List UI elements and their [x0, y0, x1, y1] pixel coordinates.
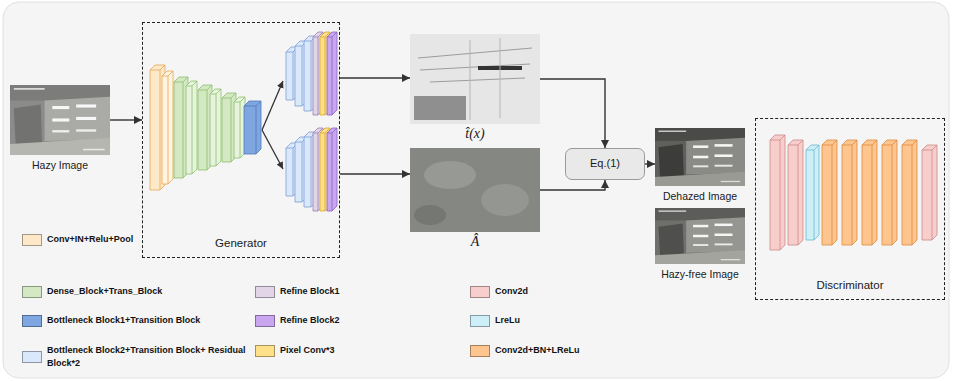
generator-box: Generator [142, 22, 340, 258]
transmission-map [410, 34, 540, 124]
map-texture [470, 38, 500, 120]
legend-item: Bottleneck Block1+Transition Block [22, 314, 200, 327]
legend-item: Bottleneck Block2+Transition Block+ Resi… [22, 344, 247, 370]
legend-label: Bottleneck Block2+Transition Block+ Resi… [47, 344, 247, 370]
layer-slab [882, 140, 897, 245]
layer-slab [186, 81, 197, 174]
layer-slab [822, 140, 837, 245]
hazy-free-image: Hazy-free Image [655, 208, 745, 264]
legend-label: Pixel Conv*3 [280, 344, 335, 357]
split-arrow [262, 81, 283, 130]
layer-slab [806, 145, 819, 240]
legend-swatch [22, 234, 42, 246]
image-caption: t̂(x) [465, 126, 484, 143]
legend-swatch [22, 286, 42, 298]
legend-label: LreLu [495, 314, 520, 327]
legend-swatch [470, 345, 490, 357]
split-arrow [262, 130, 283, 169]
layer-slab [842, 140, 857, 245]
map-texture [414, 205, 446, 225]
legend-item: Conv2d [470, 285, 528, 298]
hazy-image: Hazy Image [10, 85, 110, 155]
hazy-photo [10, 85, 110, 155]
map-texture [414, 96, 466, 120]
legend-swatch [22, 315, 42, 327]
image-caption: Hazy Image [32, 159, 88, 172]
legend-item: Pixel Conv*3 [255, 344, 335, 357]
legend-label: Conv2d+BN+LReLu [495, 344, 580, 357]
map-texture [424, 161, 476, 189]
legend-swatch [470, 315, 490, 327]
flow-arrow [340, 77, 410, 78]
group-title: Discriminator [756, 279, 944, 293]
discriminator-box: Discriminator [755, 118, 945, 300]
layer-slab [327, 128, 337, 211]
layer-slab [902, 140, 917, 245]
legend-swatch [255, 345, 275, 357]
legend-swatch [255, 286, 275, 298]
layer-slab [244, 101, 261, 154]
layer-slab [788, 140, 803, 245]
legend-item: LreLu [470, 314, 520, 327]
legend-label: Dense_Block+Trans_Block [47, 285, 162, 298]
legend-item: Dense_Block+Trans_Block [22, 285, 162, 298]
image-caption: Dehazed Image [663, 190, 737, 203]
legend-label: Bottleneck Block1+Transition Block [47, 314, 200, 327]
atmosphere-image: Â [410, 148, 540, 232]
legend-label: Refine Block1 [280, 285, 340, 298]
legend-swatch [22, 351, 42, 363]
map-texture [418, 48, 532, 82]
map-texture [481, 184, 529, 216]
legend-item: Conv+IN+Relu+Pool [22, 233, 133, 246]
layer-slab [234, 97, 245, 158]
flow-arrow [540, 79, 605, 148]
flow-arrow [340, 173, 410, 174]
legend-item: Refine Block1 [255, 285, 340, 298]
flow-arrow [110, 119, 142, 120]
image-caption: Hazy-free Image [661, 268, 739, 281]
legend-item: Refine Block2 [255, 314, 340, 327]
atmospheric-light-map [410, 148, 540, 232]
legend-label: Conv2d [495, 285, 528, 298]
layer-slab [922, 145, 937, 240]
legend-swatch [255, 315, 275, 327]
flow-arrow [540, 180, 605, 190]
layer-slab [862, 140, 877, 245]
legend-label: Refine Block2 [280, 314, 340, 327]
dehazed-image: Dehazed Image [655, 128, 745, 186]
legend-swatch [470, 286, 490, 298]
dehazed-photo [655, 128, 745, 186]
hazy-free-photo [655, 208, 745, 264]
equation-label: Eq.(1) [590, 157, 620, 170]
layer-slab [327, 32, 337, 115]
layer-slab [162, 71, 173, 184]
layer-slab [770, 135, 785, 250]
legend-label: Conv+IN+Relu+Pool [47, 233, 133, 246]
transmission-image: t̂(x) [410, 34, 540, 124]
haze-overlay [10, 85, 110, 155]
background-panel [3, 2, 949, 378]
photo-tone [655, 208, 745, 264]
flow-arrow [645, 163, 655, 164]
image-caption: Â [471, 234, 480, 251]
legend-item: Conv2d+BN+LReLu [470, 344, 580, 357]
equation-box: Eq.(1) [565, 148, 645, 180]
group-title: Generator [143, 237, 339, 251]
layer-slab [210, 89, 221, 166]
